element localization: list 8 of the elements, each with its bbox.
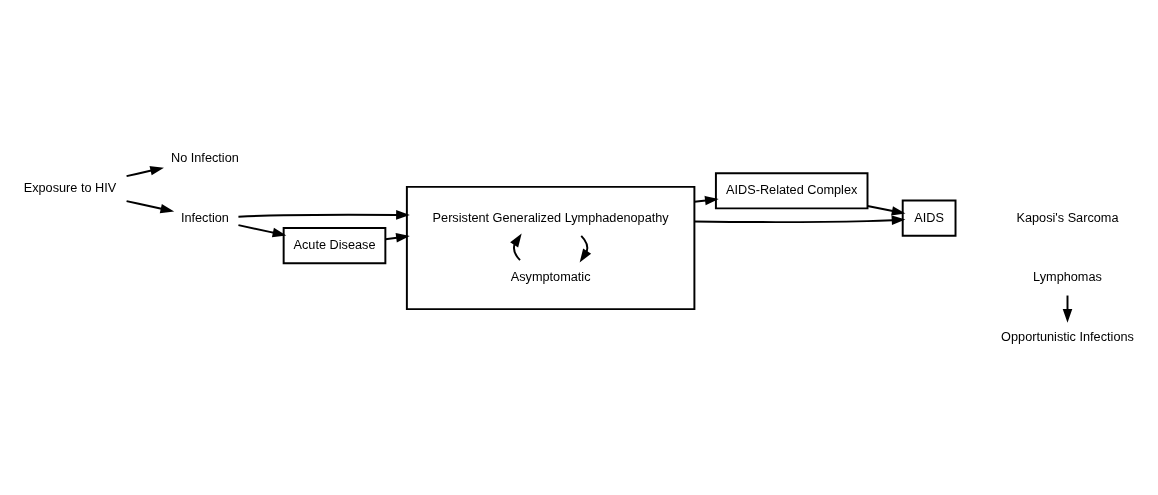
node-text: Infection	[180, 209, 229, 224]
node-text: No Infection	[171, 149, 239, 165]
node-text: Exposure to HIV	[23, 179, 117, 195]
node-text: Lymphomas	[1033, 268, 1102, 284]
node-text: Kaposi's Sarcoma	[1016, 209, 1119, 224]
node-text: Opportunistic Infections	[1001, 328, 1134, 344]
node-text: Asymptomatic	[510, 268, 591, 284]
node-text: Persistent Generalized Lymphadenopathy	[432, 209, 669, 224]
